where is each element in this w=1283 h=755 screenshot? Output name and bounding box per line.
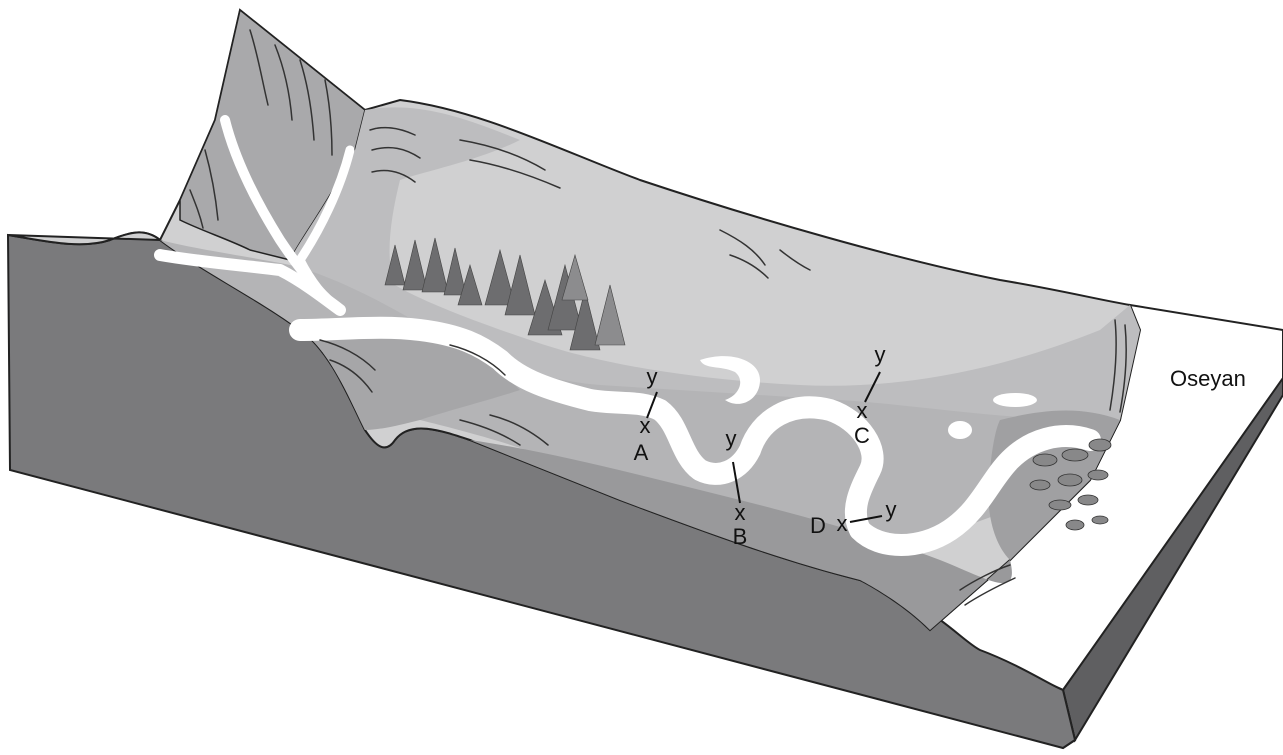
label-c-start: x bbox=[857, 398, 868, 423]
delta-island-2 bbox=[1062, 449, 1088, 461]
delta-island-5 bbox=[1058, 474, 1082, 486]
label-c-end: y bbox=[875, 342, 886, 367]
label-b: B bbox=[733, 524, 748, 549]
label-b-start: x bbox=[735, 500, 746, 525]
lake-small-2 bbox=[993, 393, 1037, 407]
delta-island-7 bbox=[1049, 500, 1071, 510]
label-b-end: y bbox=[726, 426, 737, 451]
label-d-start: x bbox=[837, 511, 848, 536]
delta-island-3 bbox=[1089, 439, 1111, 451]
label-d: D bbox=[810, 513, 826, 538]
delta-island-10 bbox=[1092, 516, 1108, 524]
ocean-label: Oseyan bbox=[1170, 366, 1246, 391]
delta-island-4 bbox=[1030, 480, 1050, 490]
delta-island-6 bbox=[1088, 470, 1108, 480]
label-c: C bbox=[854, 423, 870, 448]
delta-island-8 bbox=[1078, 495, 1098, 505]
label-a-start: x bbox=[640, 413, 651, 438]
label-a: A bbox=[634, 440, 649, 465]
label-d-end: y bbox=[886, 497, 897, 522]
delta-island-9 bbox=[1066, 520, 1084, 530]
label-a-end: y bbox=[647, 364, 658, 389]
delta-island-1 bbox=[1033, 454, 1057, 466]
lake-small-1 bbox=[948, 421, 972, 439]
